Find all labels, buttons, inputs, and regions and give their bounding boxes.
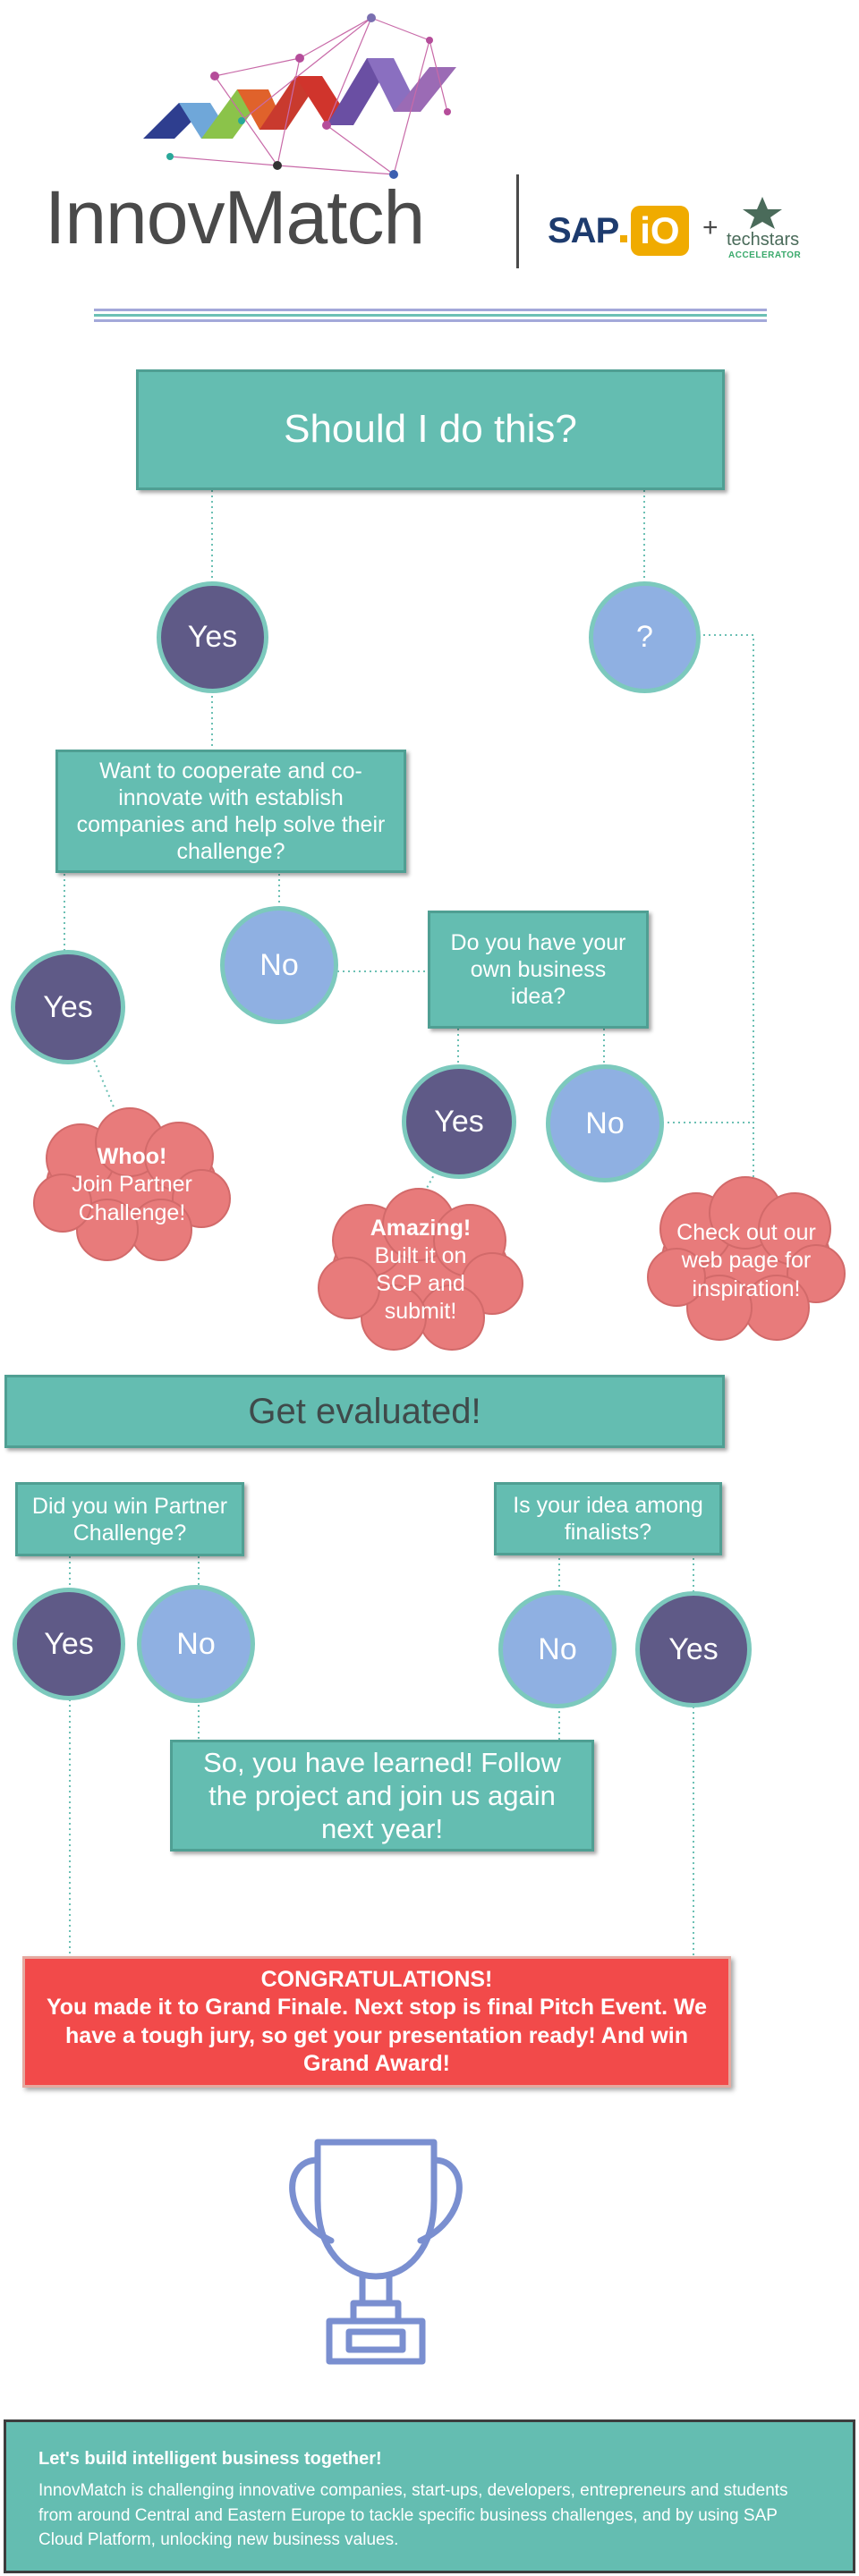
- amazing-cloud-text: Amazing! Built it on SCP and submit!: [322, 1203, 519, 1337]
- sap-logo: SAP iO: [548, 206, 689, 256]
- sap-text: SAP: [548, 210, 619, 250]
- footer-heading: Let's build intelligent business togethe…: [38, 2449, 382, 2469]
- footer-text: InnovMatch is challenging innovative com…: [38, 2481, 788, 2550]
- techstars-star-icon: [743, 197, 782, 229]
- congratulations-title: CONGRATULATIONS!: [260, 1967, 493, 1992]
- yes-finalist-circle: Yes: [635, 1591, 752, 1707]
- no-won-partner-circle: No: [137, 1585, 255, 1703]
- yes-partner-circle: Yes: [11, 950, 125, 1064]
- whoo-title: Whoo!: [97, 1144, 167, 1170]
- techstars-name: techstars: [727, 230, 800, 250]
- amazing-title: Amazing!: [370, 1215, 472, 1241]
- no-circle-cooperate: No: [220, 906, 338, 1024]
- whoo-cloud: [33, 1107, 231, 1261]
- should-i-do-this-box: Should I do this?: [136, 369, 725, 490]
- sap-dot: [620, 235, 628, 242]
- header-rule: [94, 309, 767, 311]
- finalists-question-box: Is your idea among finalists?: [494, 1482, 722, 1555]
- techstars-accelerator: ACCELERATOR: [728, 250, 802, 260]
- trophy-icon: [289, 2139, 463, 2365]
- header-rule: [94, 319, 767, 322]
- checkout-cloud: [647, 1176, 846, 1341]
- cooperate-question-box: Want to cooperate and co-innovate with e…: [55, 750, 406, 873]
- brand-divider: [516, 174, 519, 268]
- yes-idea-circle: Yes: [402, 1064, 516, 1179]
- partner-challenge-question-box: Did you win Partner Challenge?: [15, 1482, 244, 1556]
- no-idea-circle: No: [546, 1064, 664, 1182]
- question-circle: ?: [589, 581, 701, 693]
- congratulations-text: You made it to Grand Finale. Next stop i…: [46, 1995, 708, 2076]
- io-badge: iO: [631, 206, 689, 256]
- whoo-text: Join Partner Challenge!: [72, 1172, 192, 1225]
- checkout-text: Check out our web page for inspiration!: [676, 1220, 816, 1301]
- innovmatch-logo-graphic: [143, 13, 456, 179]
- brand-name: InnovMatch: [45, 175, 425, 259]
- get-evaluated-box: Get evaluated!: [4, 1375, 725, 1448]
- own-idea-question-box: Do you have your own business idea?: [428, 911, 649, 1029]
- yes-won-partner-circle: Yes: [13, 1588, 125, 1700]
- no-finalist-circle: No: [498, 1590, 617, 1708]
- yes-circle-top: Yes: [157, 581, 268, 693]
- footer-panel: Let's build intelligent business togethe…: [4, 2419, 855, 2573]
- amazing-text: Built it on SCP and submit!: [374, 1242, 467, 1325]
- plus-sign: +: [702, 213, 719, 242]
- amazing-cloud: [318, 1188, 523, 1351]
- congratulations-box: CONGRATULATIONS! You made it to Grand Fi…: [22, 1956, 731, 2088]
- checkout-cloud-text: Check out our web page for inspiration!: [651, 1194, 841, 1328]
- whoo-cloud-text: Whoo! Join Partner Challenge!: [36, 1118, 228, 1252]
- header-rule: [94, 314, 767, 317]
- learned-box: So, you have learned! Follow the project…: [170, 1740, 594, 1852]
